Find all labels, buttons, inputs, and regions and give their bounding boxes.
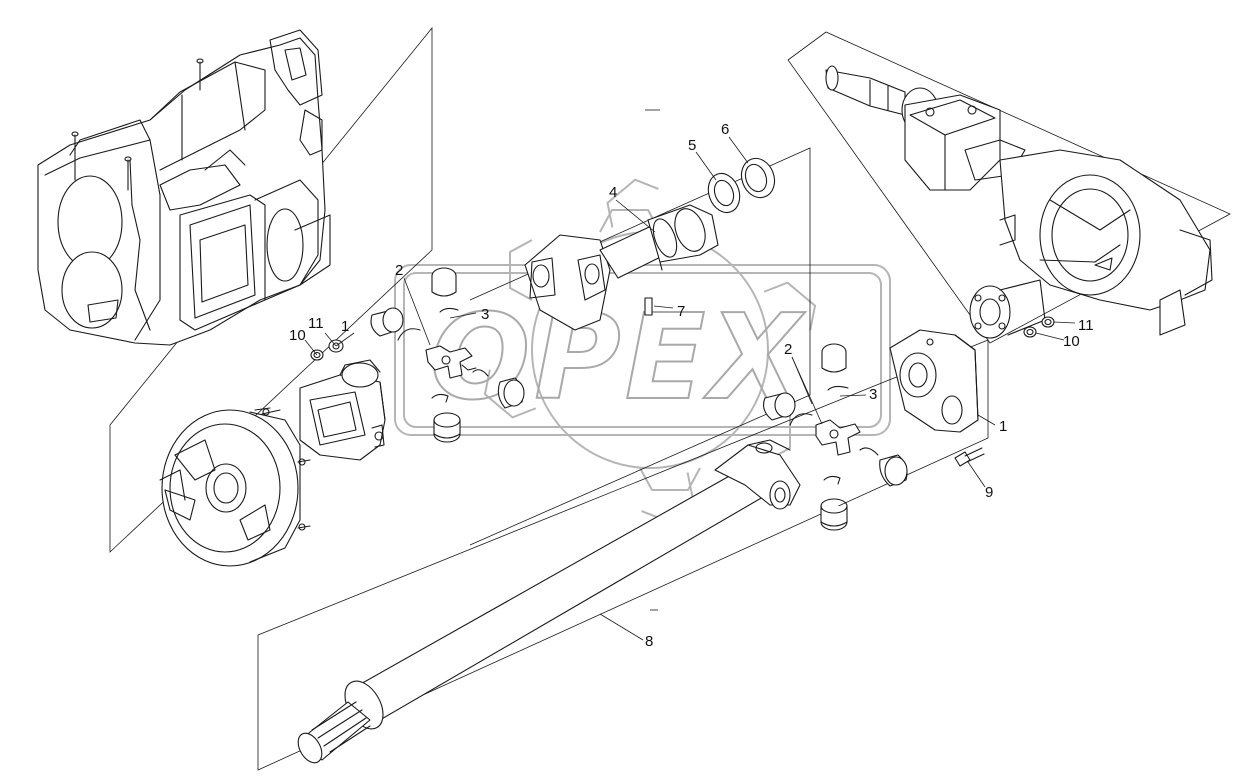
leader-lines — [304, 109, 1076, 641]
rear-axle-housing — [825, 65, 1213, 339]
callout-10-right: 10 — [1063, 333, 1080, 350]
callout-2-left: 2 — [395, 262, 403, 279]
callout-7: 7 — [677, 303, 685, 320]
drive-flange-housing — [159, 407, 311, 567]
flange-yoke-left — [299, 359, 386, 461]
panel-shaft-lower — [257, 339, 989, 771]
propeller-shaft-lower — [297, 439, 801, 764]
seal-rings — [707, 157, 776, 214]
propeller-shaft-upper — [524, 204, 719, 331]
fasteners-left — [310, 339, 344, 361]
callout-11-left: 11 — [308, 315, 324, 332]
callout-1-right: 1 — [999, 418, 1007, 435]
callout-2-right: 2 — [784, 341, 792, 358]
panel-gearbox — [109, 26, 433, 553]
panel-shaft-upper — [469, 147, 811, 546]
panel-outlines — [109, 26, 1231, 771]
transmission-housing — [37, 29, 331, 346]
universal-joint-left — [370, 267, 525, 443]
flange-yoke-right — [889, 329, 979, 433]
callout-5: 5 — [688, 137, 696, 154]
callout-10-left: 10 — [289, 327, 306, 344]
callout-labels: 1 1 2 2 3 3 4 5 6 7 8 9 10 10 11 11 — [289, 121, 1094, 650]
watermark-text: OPEX — [430, 288, 805, 426]
callout-11-right: 11 — [1078, 317, 1094, 334]
callout-8: 8 — [645, 633, 653, 650]
callout-1-left: 1 — [341, 318, 349, 335]
panel-axle — [787, 31, 1231, 344]
callout-3-left: 3 — [481, 306, 489, 323]
callout-9: 9 — [985, 484, 993, 501]
callout-6: 6 — [721, 121, 729, 138]
callout-4: 4 — [609, 184, 617, 201]
watermark-logo: OPEX — [394, 178, 891, 522]
fasteners-right — [954, 316, 1055, 467]
callout-3-right: 3 — [869, 386, 877, 403]
universal-joint-right — [763, 343, 908, 531]
